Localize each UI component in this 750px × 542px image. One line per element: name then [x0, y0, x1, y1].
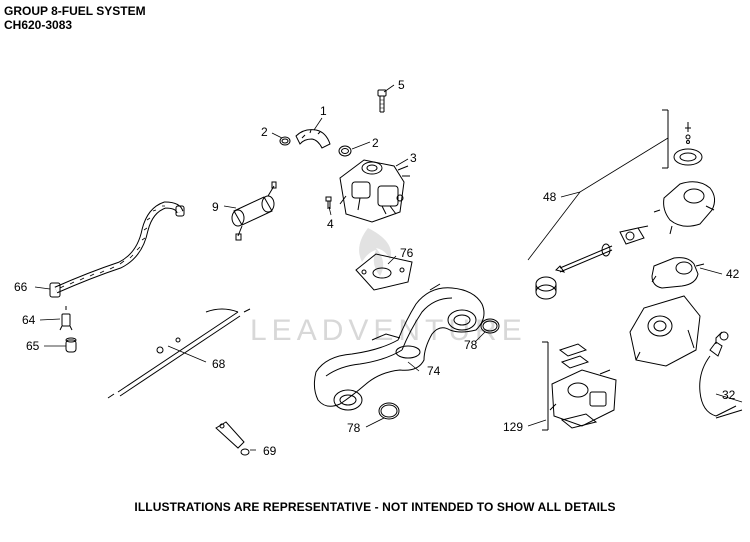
part-76-gasket[interactable] [355, 253, 413, 291]
part-2-clamp-left[interactable] [279, 136, 291, 146]
callout-66: 66 [14, 280, 28, 294]
callout-5: 5 [398, 78, 405, 92]
callout-4: 4 [327, 217, 334, 231]
callout-2-left: 2 [261, 125, 268, 139]
part-32-wiring[interactable] [699, 331, 743, 419]
callout-74: 74 [427, 364, 441, 378]
callout-78-right: 78 [464, 338, 478, 352]
page-title: GROUP 8-FUEL SYSTEM [4, 4, 146, 18]
part-66-fuel-line[interactable] [49, 201, 185, 298]
callout-48: 48 [543, 190, 557, 204]
part-78-o-ring-bottom[interactable] [378, 402, 400, 420]
carburetor-housing [629, 295, 701, 367]
callout-42: 42 [726, 267, 740, 281]
part-42-fuel-pump[interactable] [651, 257, 705, 289]
part-4-screw[interactable] [325, 196, 332, 209]
part-65-tube[interactable] [65, 337, 77, 353]
part-5-bolt[interactable] [377, 89, 387, 113]
callout-68: 68 [212, 357, 226, 371]
part-129-carburetor-kit[interactable] [542, 341, 617, 431]
callout-9: 9 [212, 200, 219, 214]
callout-64: 64 [22, 313, 36, 327]
callout-69: 69 [263, 444, 277, 458]
leader-lines [34, 84, 743, 451]
callout-32: 32 [722, 388, 736, 402]
callout-129: 129 [503, 420, 523, 434]
part-64-fitting[interactable] [59, 306, 73, 331]
callout-78-bottom: 78 [347, 421, 361, 435]
model-number: CH620-3083 [4, 18, 73, 32]
callout-1: 1 [320, 104, 327, 118]
callout-3: 3 [410, 151, 417, 165]
callout-2-right: 2 [372, 136, 379, 150]
footer-disclaimer: ILLUSTRATIONS ARE REPRESENTATIVE - NOT I… [134, 500, 616, 514]
part-68-cable[interactable] [107, 308, 251, 399]
part-9-fuel-filter[interactable] [231, 181, 277, 241]
watermark-text: LEADVENTURE [250, 314, 527, 347]
part-69-bracket[interactable] [215, 421, 250, 456]
part-74-intake-manifold[interactable] [313, 283, 485, 411]
callout-labels: 1 2 2 3 4 5 9 32 42 48 64 65 66 68 69 74… [14, 78, 740, 458]
part-78-o-ring-right[interactable] [480, 318, 500, 334]
callout-76: 76 [400, 246, 414, 260]
part-2-clamp-right[interactable] [338, 145, 352, 157]
part-48-fuel-pump-kit[interactable] [535, 109, 716, 300]
callout-65: 65 [26, 339, 40, 353]
part-3-carburetor[interactable] [339, 159, 410, 223]
part-1-hose[interactable] [295, 129, 331, 149]
